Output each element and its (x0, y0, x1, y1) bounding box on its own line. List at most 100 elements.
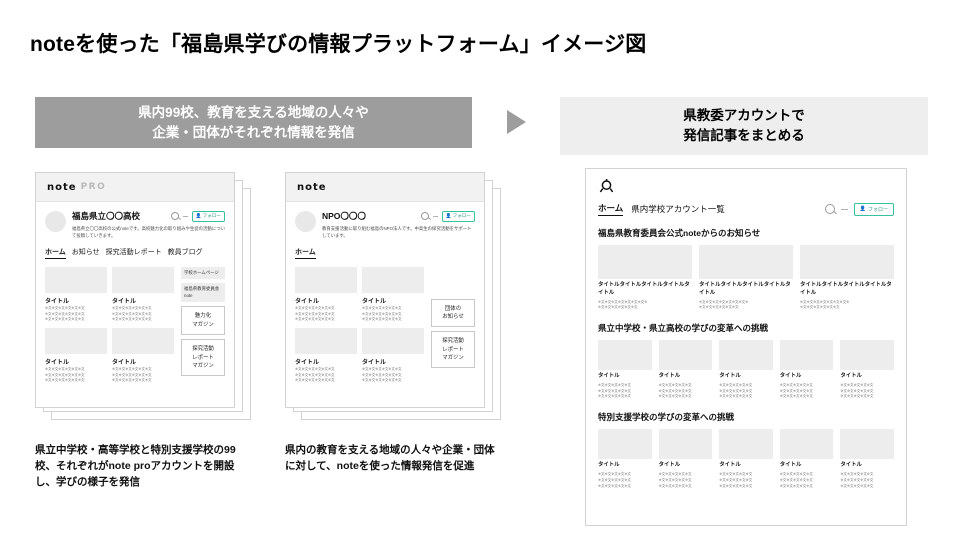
sidebar-magazine-attractiveness[interactable]: 魅力化 マガジン (181, 306, 225, 336)
article-thumbnail (112, 327, 174, 354)
tab-home[interactable]: ホーム (45, 247, 66, 259)
menu-icon[interactable] (432, 215, 438, 217)
account-description: 教育支援活動に取り組む福島のNPO法人です。中高生の探究活動をサポートしています… (322, 225, 472, 238)
avatar (295, 211, 316, 232)
excerpt-line: ※文※文※文※文※文 (779, 382, 813, 387)
section-title: 福島県教育委員会公式noteからのお知らせ (598, 228, 761, 238)
excerpt-line: ※文※文※文※文※文 (658, 477, 692, 482)
article-title: タイトル (45, 298, 70, 305)
article-card[interactable]: タイトル ※文※文※文※文※文 ※文※文※文※文※文 ※文※文※文※文※文 (779, 340, 834, 400)
article-card[interactable]: タイトル ※文※文※文※文※文※文 ※文※文※文※文※文※文 ※文※文※文※文※… (45, 327, 107, 384)
article-card[interactable]: タイトル ※文※文※文※文※文 ※文※文※文※文※文 ※文※文※文※文※文 (779, 429, 834, 489)
panel-tab-home[interactable]: ホーム (598, 202, 624, 216)
excerpt-line: ※文※文※文※文※文 (719, 382, 753, 387)
tab-home[interactable]: ホーム (295, 247, 316, 259)
account-name: 福島県立〇〇高校 (72, 211, 141, 221)
excerpt-line: ※文※文※文※文※文※文 (112, 372, 152, 377)
note-card-school[interactable]: note PRO 福島県立〇〇高校 👤 フォロー (35, 172, 235, 408)
article-excerpt: ※文※文※文※文※文※文 ※文※文※文※文※文※文 ※文※文※文※文※文※文 (295, 367, 357, 384)
article-card[interactable]: タイトル ※文※文※文※文※文※文 ※文※文※文※文※文※文 ※文※文※文※文※… (112, 327, 174, 384)
note-header-bar: note (286, 173, 484, 202)
excerpt-line: ※文※文※文※文※文※文 (362, 367, 402, 372)
banner-left-line1: 県内99校、教育を支える地域の人々や (138, 104, 369, 120)
excerpt-line: ※文※文※文※文※文 (779, 483, 813, 488)
article-card[interactable]: タイトル ※文※文※文※文※文 ※文※文※文※文※文 ※文※文※文※文※文 (658, 340, 713, 400)
article-card[interactable]: タイトルタイトルタイトルタイトルタイトル ※文※文※文※文※文※文※文※ ※文※… (598, 245, 692, 311)
article-feed: タイトル ※文※文※文※文※文※文 ※文※文※文※文※文※文 ※文※文※文※文※… (45, 266, 175, 384)
caption-left: 県立中学校・高等学校と特別支援学校の99校、それぞれがnote proアカウント… (35, 444, 236, 488)
article-card[interactable]: タイトル ※文※文※文※文※文※文 ※文※文※文※文※文※文 ※文※文※文※文※… (295, 266, 357, 323)
article-thumbnail (295, 327, 357, 354)
note-tabs: ホーム (295, 247, 475, 259)
article-title: タイトル (295, 359, 320, 366)
excerpt-line: ※文※文※文※文※文 (658, 382, 692, 387)
article-card[interactable]: タイトル ※文※文※文※文※文 ※文※文※文※文※文 ※文※文※文※文※文 (598, 429, 652, 489)
article-card[interactable]: タイトル ※文※文※文※文※文 ※文※文※文※文※文 ※文※文※文※文※文 (598, 340, 652, 400)
excerpt-line: ※文※文※文※文※文 (719, 472, 753, 477)
excerpt-line: ※文※文※文※文※文※文※文※ (699, 299, 749, 304)
article-card[interactable]: タイトル ※文※文※文※文※文※文 ※文※文※文※文※文※文 ※文※文※文※文※… (45, 266, 107, 323)
article-excerpt: ※文※文※文※文※文 ※文※文※文※文※文 ※文※文※文※文※文 (598, 472, 652, 489)
article-card[interactable]: タイトル ※文※文※文※文※文 ※文※文※文※文※文 ※文※文※文※文※文 (840, 429, 894, 489)
excerpt-line: ※文※文※文※文※文※文 (800, 305, 840, 310)
excerpt-line: ※文※文※文※文※文 (719, 477, 753, 482)
article-thumbnail (362, 327, 424, 354)
tab-teacher-blog[interactable]: 教員ブログ (167, 248, 203, 256)
excerpt-line: ※文※文※文※文※文※文 (295, 367, 335, 372)
menu-icon[interactable] (182, 215, 188, 217)
sidebar-link-board-of-education-note[interactable]: 福島県教育委員会note (181, 283, 225, 303)
excerpt-line: ※文※文※文※文※文※文 (362, 372, 402, 377)
follow-button[interactable]: 👤 フォロー (441, 210, 475, 222)
excerpt-line: ※文※文※文※文※文※文※文※ (598, 299, 648, 304)
excerpt-line: ※文※文※文※文※文 (840, 394, 874, 399)
article-card[interactable]: タイトル ※文※文※文※文※文※文 ※文※文※文※文※文※文 ※文※文※文※文※… (112, 266, 174, 323)
note-card-npo[interactable]: note NPO〇〇〇 👤 フォロー (285, 172, 485, 408)
article-excerpt: ※文※文※文※文※文 ※文※文※文※文※文 ※文※文※文※文※文 (840, 472, 894, 489)
article-card[interactable]: タイトル ※文※文※文※文※文 ※文※文※文※文※文 ※文※文※文※文※文 (719, 429, 773, 489)
article-excerpt: ※文※文※文※文※文 ※文※文※文※文※文 ※文※文※文※文※文 (719, 472, 773, 489)
excerpt-line: ※文※文※文※文※文 (779, 394, 813, 399)
follow-button[interactable]: 👤 フォロー (853, 202, 894, 216)
follow-button[interactable]: 👤 フォロー (191, 210, 225, 222)
article-card[interactable]: タイトル ※文※文※文※文※文※文 ※文※文※文※文※文※文 ※文※文※文※文※… (295, 327, 357, 384)
article-excerpt: ※文※文※文※文※文※文 ※文※文※文※文※文※文 ※文※文※文※文※文※文 (112, 367, 174, 384)
article-title: タイトル (45, 359, 70, 366)
article-excerpt: ※文※文※文※文※文※文 ※文※文※文※文※文※文 ※文※文※文※文※文※文 (295, 306, 357, 323)
excerpt-line: ※文※文※文※文※文※文 (362, 317, 402, 322)
article-title: タイトル (719, 462, 741, 469)
page-title: noteを使った「福島県学びの情報プラットフォーム」イメージ図 (30, 33, 647, 56)
note-tabs: ホーム お知らせ 探究活動レポート 教員ブログ (45, 247, 225, 259)
article-card[interactable]: タイトル ※文※文※文※文※文※文 ※文※文※文※文※文※文 ※文※文※文※文※… (362, 266, 424, 323)
search-icon[interactable] (170, 212, 179, 220)
sidebar-magazine-inquiry-report[interactable]: 探究活動 レポート マガジン (181, 339, 225, 377)
article-thumbnail (699, 245, 793, 279)
sidebar-spacer (431, 267, 475, 295)
excerpt-line: ※文※文※文※文※文 (840, 388, 874, 393)
excerpt-line: ※文※文※文※文※文 (658, 483, 692, 488)
article-card[interactable]: タイトル ※文※文※文※文※文※文 ※文※文※文※文※文※文 ※文※文※文※文※… (362, 327, 424, 384)
panel-tab-school-account-list[interactable]: 県内学校アカウント一覧 (631, 204, 725, 214)
person-plus-icon: 👤 (195, 213, 202, 218)
tab-inquiry-report[interactable]: 探究活動レポート (105, 248, 162, 256)
sidebar-link-school-homepage[interactable]: 学校ホームページ (181, 266, 225, 280)
excerpt-line: ※文※文※文※文※文※文 (45, 306, 85, 311)
menu-icon[interactable] (840, 208, 848, 210)
sidebar-org-news[interactable]: 団体の お知らせ (431, 298, 475, 328)
search-icon[interactable] (824, 204, 835, 214)
banner-right: 県教委アカウントで 発信記事をまとめる (560, 97, 928, 155)
excerpt-line: ※文※文※文※文※文 (779, 388, 813, 393)
article-card[interactable]: タイトル ※文※文※文※文※文 ※文※文※文※文※文 ※文※文※文※文※文 (719, 340, 773, 400)
article-excerpt: ※文※文※文※文※文 ※文※文※文※文※文 ※文※文※文※文※文 (780, 383, 834, 400)
sidebar-magazine-inquiry-report[interactable]: 探究活動 レポート マガジン (431, 331, 475, 369)
article-card[interactable]: タイトルタイトルタイトルタイトルタイトル ※文※文※文※文※文※文※文※ ※文※… (800, 245, 894, 311)
article-card[interactable]: タイトルタイトルタイトルタイトルタイトル ※文※文※文※文※文※文※文※ ※文※… (699, 245, 793, 311)
note-sidebar: 団体の お知らせ 探究活動 レポート マガジン (431, 267, 475, 384)
note-card-npo-stack: note NPO〇〇〇 👤 フォロー (285, 172, 505, 424)
board-of-education-panel[interactable]: ホーム 県内学校アカウント一覧 👤 フォロー 福島県教育委員会公式noteからの… (585, 168, 907, 526)
excerpt-line: ※文※文※文※文※文※文 (295, 378, 335, 383)
tab-news[interactable]: お知らせ (71, 248, 100, 256)
article-card[interactable]: タイトル ※文※文※文※文※文 ※文※文※文※文※文 ※文※文※文※文※文 (840, 340, 894, 400)
excerpt-line: ※文※文※文※文※文※文 (45, 367, 85, 372)
search-icon[interactable] (420, 212, 429, 220)
article-card[interactable]: タイトル ※文※文※文※文※文 ※文※文※文※文※文 ※文※文※文※文※文 (658, 429, 713, 489)
